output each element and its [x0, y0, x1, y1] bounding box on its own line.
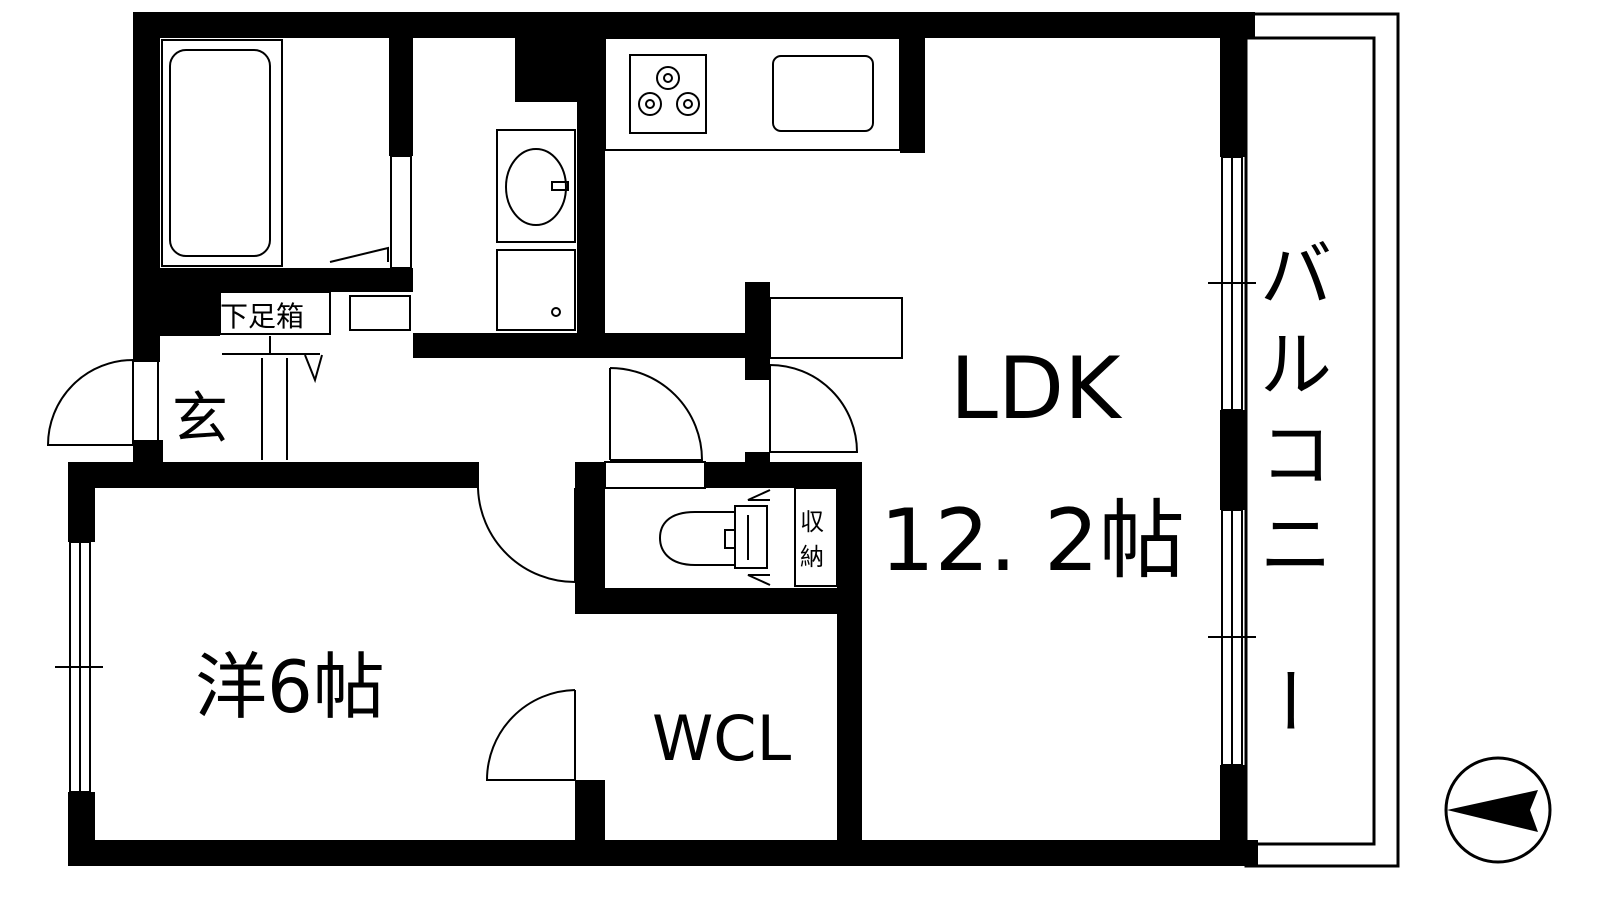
- entrance-label: 玄: [172, 387, 228, 452]
- exterior-walls: [68, 12, 1258, 866]
- storage-label-bottom: 納: [800, 543, 824, 571]
- balcony: [1244, 12, 1400, 868]
- kitchen-counter: [604, 37, 901, 151]
- ldk-door-icon: [769, 364, 859, 453]
- bathtub-icon: [161, 39, 389, 267]
- balcony-char-5: ー: [1243, 665, 1327, 737]
- interior-walls: [160, 38, 925, 865]
- balcony-char-1: バ: [1260, 233, 1332, 317]
- balcony-char-3: コ: [1260, 413, 1332, 497]
- wcl-door-icon: [485, 689, 576, 781]
- toilet-icon: [658, 505, 768, 569]
- compass-icon: [1444, 756, 1552, 864]
- balcony-char-4: ニ: [1260, 503, 1332, 587]
- balcony-char-2: ル: [1260, 323, 1332, 407]
- western-door-icon: [477, 487, 576, 583]
- windows: [55, 155, 1256, 793]
- fixtures: [161, 37, 903, 587]
- balcony-label: バ ル コ ニ ー: [1243, 233, 1332, 737]
- ldk-size-label: 12. 2帖: [880, 491, 1185, 591]
- ldk-name-label: LDK: [950, 339, 1123, 439]
- entrance-door-icon: [46, 359, 134, 446]
- western-room-label: 洋6帖: [195, 645, 385, 729]
- washroom-door-icon: [609, 367, 704, 461]
- storage-label-top: 収: [800, 508, 824, 536]
- shoe-box-label: 下足箱: [220, 300, 304, 333]
- wcl-label: WCL: [652, 702, 792, 775]
- doors: [46, 359, 859, 781]
- washbasin-icon: [496, 129, 576, 331]
